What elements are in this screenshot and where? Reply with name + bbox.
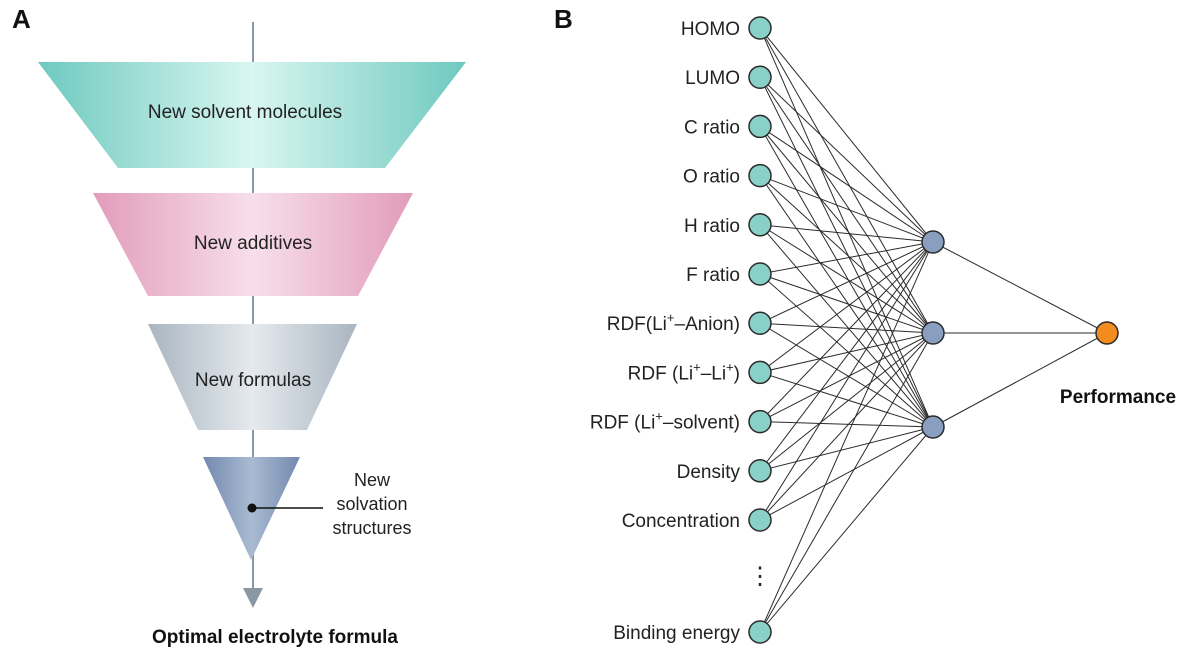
input-label-11: Binding energy: [613, 623, 740, 644]
input-label-6: RDF(Li+–Anion): [607, 310, 740, 335]
input-node-7: [748, 360, 772, 385]
edge-input-7-hidden-0: [759, 241, 934, 373]
bottom-label: Optimal electrolyte formula: [152, 627, 398, 648]
input-label-3: O ratio: [683, 167, 740, 188]
edge-input-8-hidden-0: [759, 241, 934, 422]
input-label-4: H ratio: [684, 216, 740, 237]
network-nodes: [748, 16, 1119, 644]
hidden-node-0: [921, 230, 945, 254]
tip-label-line-1: New: [354, 470, 391, 490]
panel-a: A New solvent molecules New additives Ne…: [12, 4, 466, 648]
edge-input-5-hidden-0: [759, 241, 934, 275]
edge-input-4-hidden-0: [759, 224, 934, 243]
edge-input-2-hidden-0: [759, 125, 934, 243]
edge-input-9-hidden-2: [759, 426, 934, 472]
edge-hidden-2-output: [932, 332, 1108, 428]
stage-2-label: New additives: [194, 233, 312, 254]
input-label-8: RDF (Li+–solvent): [590, 409, 740, 434]
edge-input-5-hidden-2: [759, 273, 934, 428]
edge-input-2-hidden-1: [759, 126, 934, 334]
edge-input-10-hidden-0: [759, 241, 934, 521]
edge-input-1-hidden-0: [759, 76, 934, 243]
input-node-2: [748, 114, 772, 139]
edge-input-9-hidden-1: [759, 332, 934, 472]
input-node-9: [748, 459, 772, 483]
input-node-5: [748, 262, 772, 286]
input-label-1: LUMO: [685, 68, 740, 89]
input-label-5: F ratio: [686, 265, 740, 286]
input-node-0: [748, 16, 772, 40]
input-label-2: C ratio: [684, 117, 740, 138]
edge-input-2-hidden-2: [759, 126, 934, 428]
edge-input-6-hidden-0: [759, 241, 934, 324]
output-node: [1095, 321, 1119, 345]
edge-input-0-hidden-2: [759, 27, 934, 428]
tip-label-line-2: solvation: [336, 494, 407, 514]
edge-input-11-hidden-2: [759, 426, 934, 633]
edge-input-6-hidden-1: [759, 322, 934, 334]
stage-1-label: New solvent molecules: [148, 102, 342, 123]
panel-b-label: B: [554, 4, 573, 34]
edge-input-7-hidden-1: [759, 332, 934, 373]
input-label-9: Density: [677, 462, 741, 483]
edge-input-8-hidden-1: [759, 332, 934, 423]
funnel-stage-formulas: [148, 324, 357, 430]
hidden-node-2: [921, 415, 945, 439]
input-node-4: [748, 213, 772, 237]
stage-3-label: New formulas: [195, 370, 311, 391]
input-node-10: [748, 508, 772, 532]
edge-input-4-hidden-1: [759, 224, 934, 334]
tip-label-line-3: structures: [332, 518, 411, 538]
input-node-3: [748, 163, 772, 188]
edge-input-0-hidden-0: [759, 27, 934, 243]
edge-input-11-hidden-1: [759, 332, 934, 633]
edge-input-11-hidden-0: [759, 241, 934, 633]
input-label-7: RDF (Li+–Li+): [628, 359, 740, 384]
edge-input-10-hidden-2: [759, 426, 934, 521]
input-node-11: [748, 620, 772, 644]
edge-input-0-hidden-1: [759, 27, 934, 334]
hidden-node-1: [921, 321, 945, 345]
input-label-10: Concentration: [622, 511, 740, 532]
edge-input-1-hidden-1: [759, 76, 934, 334]
edge-input-9-hidden-0: [759, 241, 934, 472]
output-label: Performance: [1060, 387, 1176, 408]
edge-input-4-hidden-2: [759, 224, 934, 428]
edge-input-7-hidden-2: [759, 371, 934, 428]
input-label-0: HOMO: [681, 19, 740, 40]
panel-b: B HOMO LUMO C ratio O ratio H ratio F ratioRD…: [554, 4, 1176, 644]
edge-input-10-hidden-1: [759, 332, 934, 521]
funnel-stage-solvent-molecules: [38, 62, 466, 168]
network-edges: [759, 27, 1108, 633]
edge-input-5-hidden-1: [759, 273, 934, 334]
input-node-1: [748, 65, 772, 89]
edge-input-3-hidden-0: [759, 175, 934, 243]
edge-input-6-hidden-2: [759, 322, 934, 428]
input-labels: HOMO LUMO C ratio O ratio H ratio F ratioRDF(…: [590, 19, 741, 644]
panel-a-label: A: [12, 4, 31, 34]
input-node-6: [748, 311, 772, 335]
edge-hidden-0-output: [932, 241, 1108, 334]
edge-input-3-hidden-2: [759, 175, 934, 428]
funnel-stage-additives: [93, 193, 413, 296]
ellipsis-label: ⋮: [748, 563, 772, 590]
input-node-8: [748, 409, 772, 434]
edge-input-1-hidden-2: [759, 76, 934, 428]
edge-input-8-hidden-2: [759, 421, 934, 428]
